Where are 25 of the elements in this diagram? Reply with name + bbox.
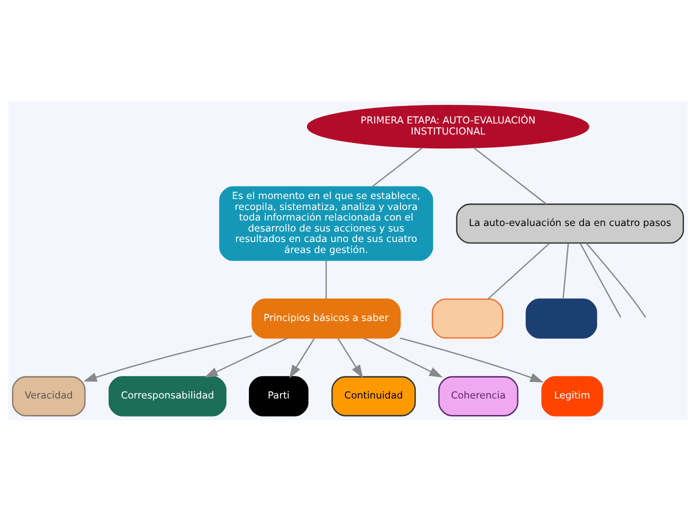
node-box: Corresponsabilidad <box>108 376 226 416</box>
node-box: Continuidad <box>331 376 416 416</box>
node-ellipse: PRIMERA ETAPA: AUTO-EVALUACIÓN INSTITUCIONAL <box>306 104 590 148</box>
arrow <box>363 337 443 377</box>
connector <box>586 242 646 318</box>
node-box: Principios básicos a saber <box>252 298 401 338</box>
connector <box>487 242 550 300</box>
connector <box>474 146 547 204</box>
node-box: La auto-evaluación se da en cuatro pasos <box>456 203 684 244</box>
arrow <box>204 337 288 378</box>
arrow <box>83 334 252 382</box>
node-box: Es el momento en el que se establece, recopila, sistematiza, analiza y valora toda información relacionada con el desarrollo de sus acciones y sus resultados en cada uno de sus cuatro áreas de gestión. <box>219 186 434 260</box>
arrow <box>400 336 544 382</box>
arrow <box>337 337 364 378</box>
connector <box>580 242 622 318</box>
node-box <box>526 298 598 338</box>
node-box: Parti <box>248 376 308 416</box>
node-box: Legitim <box>541 376 604 416</box>
arrow <box>289 337 315 378</box>
connector <box>562 242 569 299</box>
node-box <box>432 298 504 338</box>
node-box: Coherencia <box>438 376 518 416</box>
node-box: Veracidad <box>12 376 86 416</box>
connector <box>326 260 327 298</box>
connector <box>372 146 423 187</box>
